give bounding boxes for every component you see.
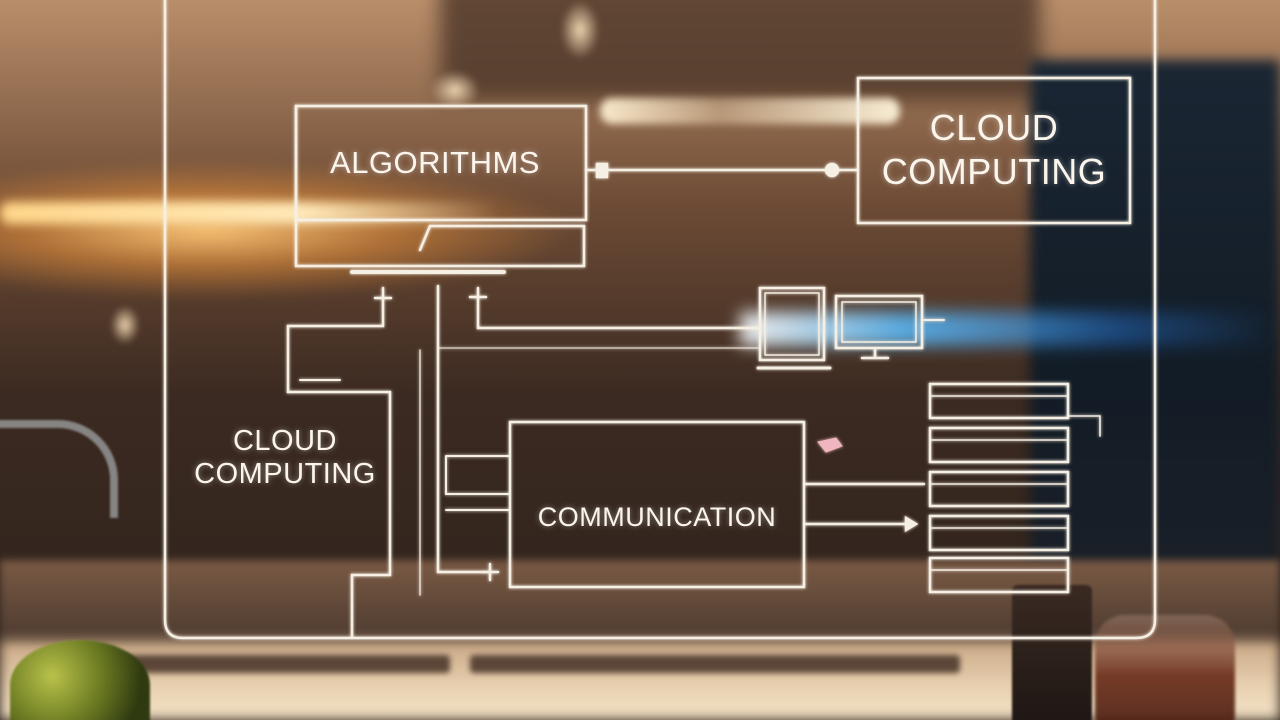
communication-box [508, 420, 806, 589]
faucet [0, 420, 118, 518]
range-hood [440, 0, 1040, 100]
cloud-label-line: CLOUD [929, 107, 1059, 148]
cloud-label-line: CLOUD [232, 425, 337, 457]
plus-connector [373, 286, 393, 308]
laptop-icon [756, 286, 832, 370]
cloud-computing-box-top [856, 76, 1132, 225]
computing-label-line: COMPUTING [194, 458, 376, 490]
computing-label-line: COMPUTING [881, 151, 1107, 192]
plant [10, 640, 150, 720]
led-strip-light [0, 202, 500, 224]
communication-label: COMMUNICATION [537, 502, 777, 532]
cloud-computing-label-top: CLOUD COMPUTING [860, 106, 1128, 194]
monitor-icon [834, 294, 945, 360]
bottle [1012, 585, 1092, 720]
cloud-computing-label-left: CLOUD COMPUTING [180, 425, 390, 491]
ceiling-lights [600, 98, 900, 124]
algorithms-label: ALGORITHMS [330, 145, 540, 180]
plus-connector [480, 562, 500, 582]
blue-light-beam [740, 312, 1280, 346]
plus-connector [468, 286, 488, 308]
jar [1095, 615, 1235, 720]
server-stack-icon [928, 382, 1101, 594]
panel-frame [163, 0, 1157, 640]
